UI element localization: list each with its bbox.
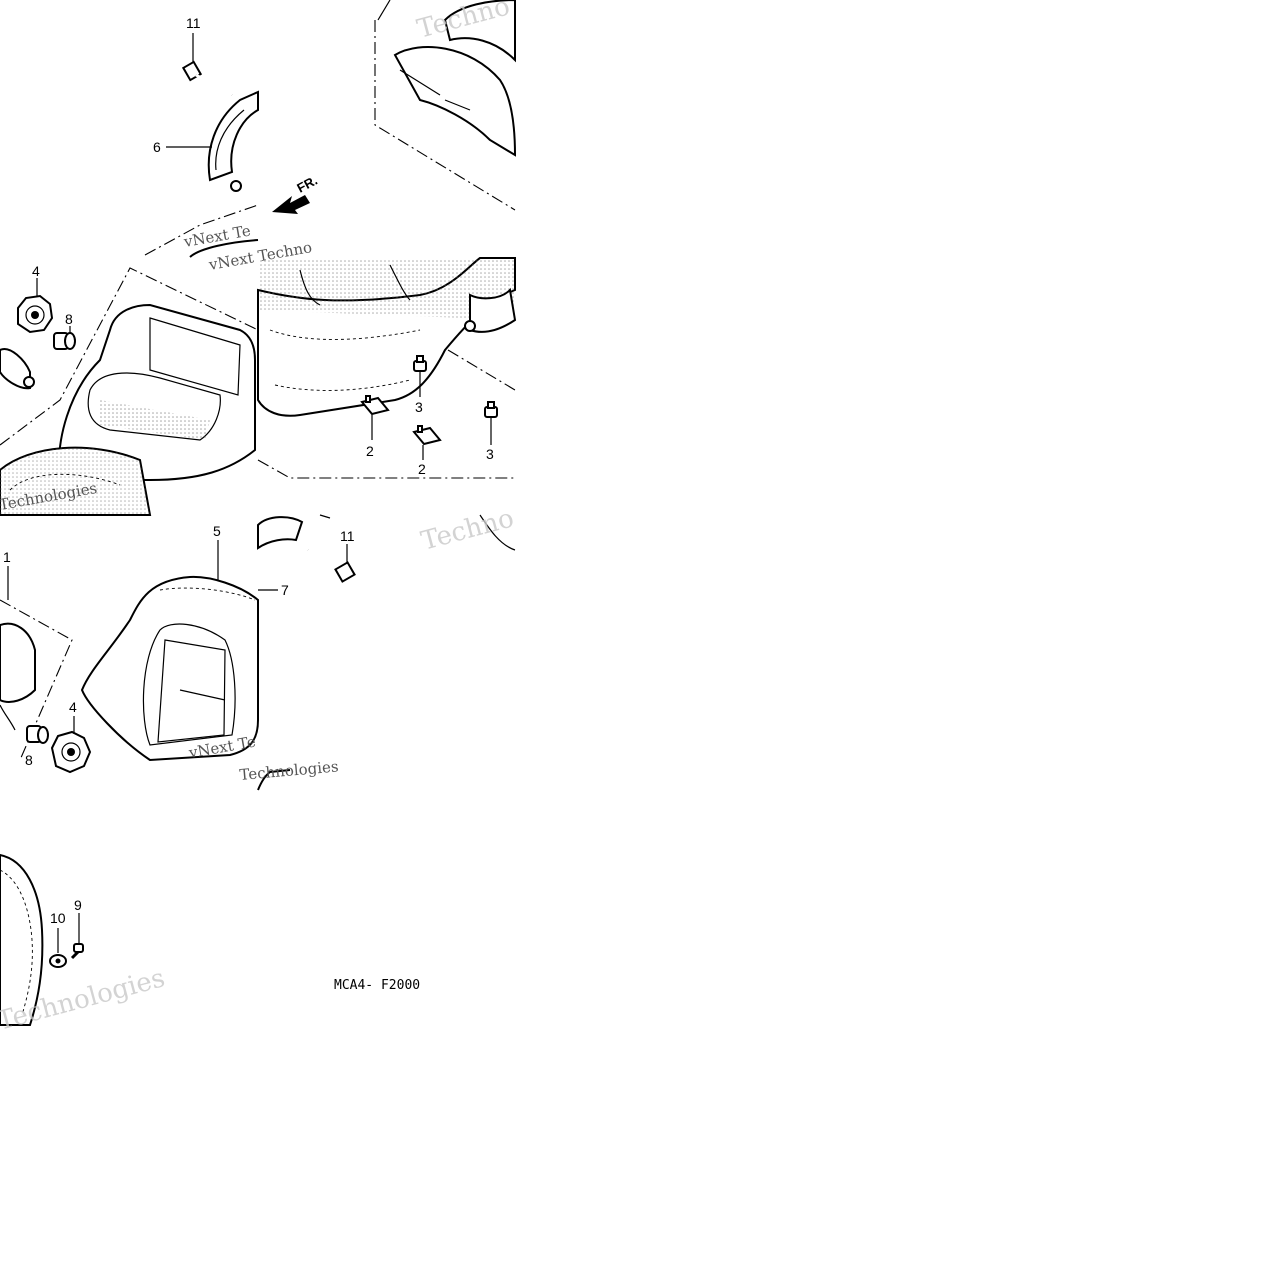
callout-3-a: 3 <box>415 399 423 415</box>
backrest-5 <box>80 575 259 762</box>
watermarks: Techno vNext Te vNext Techno Technologie… <box>0 0 517 1037</box>
tile-row3-left <box>0 540 259 774</box>
watermark-7: Technologies <box>239 757 339 784</box>
outline-dash-2 <box>374 20 516 211</box>
knob-4-bottom <box>50 730 92 774</box>
callout-4-bottom: 4 <box>69 699 77 715</box>
screw-9 <box>70 943 84 960</box>
tile-row3-center <box>257 514 516 791</box>
drawing-code: MCA4- F2000 <box>334 978 420 993</box>
front-label: FR. <box>294 173 320 196</box>
outline-dash-3 <box>0 267 259 446</box>
seat-top-pad <box>443 0 516 63</box>
knob-4-top <box>17 294 54 334</box>
callout-4-top: 4 <box>32 263 40 279</box>
callout-7: 7 <box>281 582 289 598</box>
callout-2-a: 2 <box>366 443 374 459</box>
bushing-8-top <box>53 332 76 350</box>
callout-11-top: 11 <box>186 15 201 31</box>
outline-dash-5 <box>257 459 515 479</box>
stopper-2-b <box>412 425 442 446</box>
clip-3-a <box>413 355 427 372</box>
grab-rail-6 <box>207 90 259 192</box>
callout-8-bottom: 8 <box>25 752 33 768</box>
callout-6: 6 <box>153 139 161 155</box>
tile-middle-left <box>0 267 259 516</box>
callout-9: 9 <box>74 897 82 913</box>
washer-10 <box>49 954 67 968</box>
tile-bottom-left <box>0 853 84 1026</box>
tile-top-left <box>144 33 259 258</box>
front-arrow <box>272 195 310 214</box>
seat-edge-1 <box>189 239 259 258</box>
clip-3-b <box>484 401 498 418</box>
tile-middle-center <box>257 257 517 479</box>
bolt-11-top <box>181 60 233 97</box>
seat-back-pad <box>393 46 517 157</box>
stopper-2-a <box>360 395 390 416</box>
grab-end-top <box>0 348 35 390</box>
backrest-1 <box>0 622 36 703</box>
outline-dash-6 <box>0 599 73 761</box>
bolt-11-bottom <box>307 548 356 583</box>
bushing-8-bottom <box>26 725 49 744</box>
seat-side <box>0 853 44 1026</box>
callout-11-bottom: 11 <box>340 528 355 544</box>
callout-8-top: 8 <box>65 311 73 327</box>
callout-3-b: 3 <box>486 446 494 462</box>
callout-1: 1 <box>3 549 11 565</box>
callout-10: 10 <box>50 910 66 926</box>
passenger-seat <box>58 303 256 481</box>
outline-dash-4 <box>447 349 516 391</box>
callout-labels: 11 6 4 8 3 2 2 3 11 7 5 1 4 8 10 9 <box>3 15 494 926</box>
callout-2-b: 2 <box>418 461 426 477</box>
tile-top-middle <box>272 0 517 214</box>
watermark-5: Techno <box>418 503 517 556</box>
callout-5: 5 <box>213 523 221 539</box>
